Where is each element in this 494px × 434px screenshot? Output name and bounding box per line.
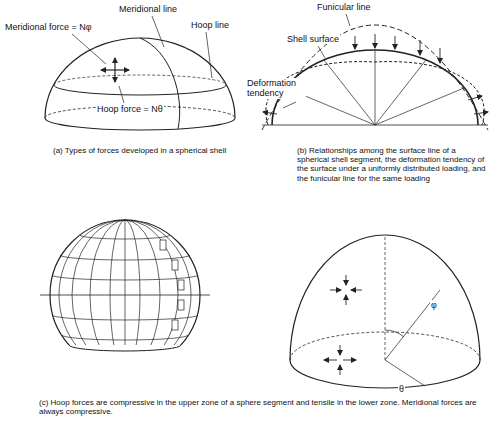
shell-segment-figure [262,14,488,130]
part-label: Funicular line [316,2,372,12]
hemisphere-figure [290,235,480,388]
dome-figure [45,16,235,130]
part-label: Shell surface [286,34,340,44]
part-label: Deformation tendency [246,78,306,99]
part-label: Hoop line [190,20,230,30]
force-label: Hoop force = Nθ [96,104,164,114]
part-label: Meridional line [118,4,178,14]
sphere-grid-figure [40,220,210,370]
figure-caption: (c) Hoop forces are compressive in the u… [38,398,490,416]
angle-symbol: φ [430,300,438,310]
angle-symbol: θ [398,384,405,394]
figure-caption: (b) Relationships among the surface line… [296,146,490,183]
force-label: Meridional force = Nφ [4,22,93,32]
figure-caption: (a) Types of forces developed in a spher… [52,146,230,155]
